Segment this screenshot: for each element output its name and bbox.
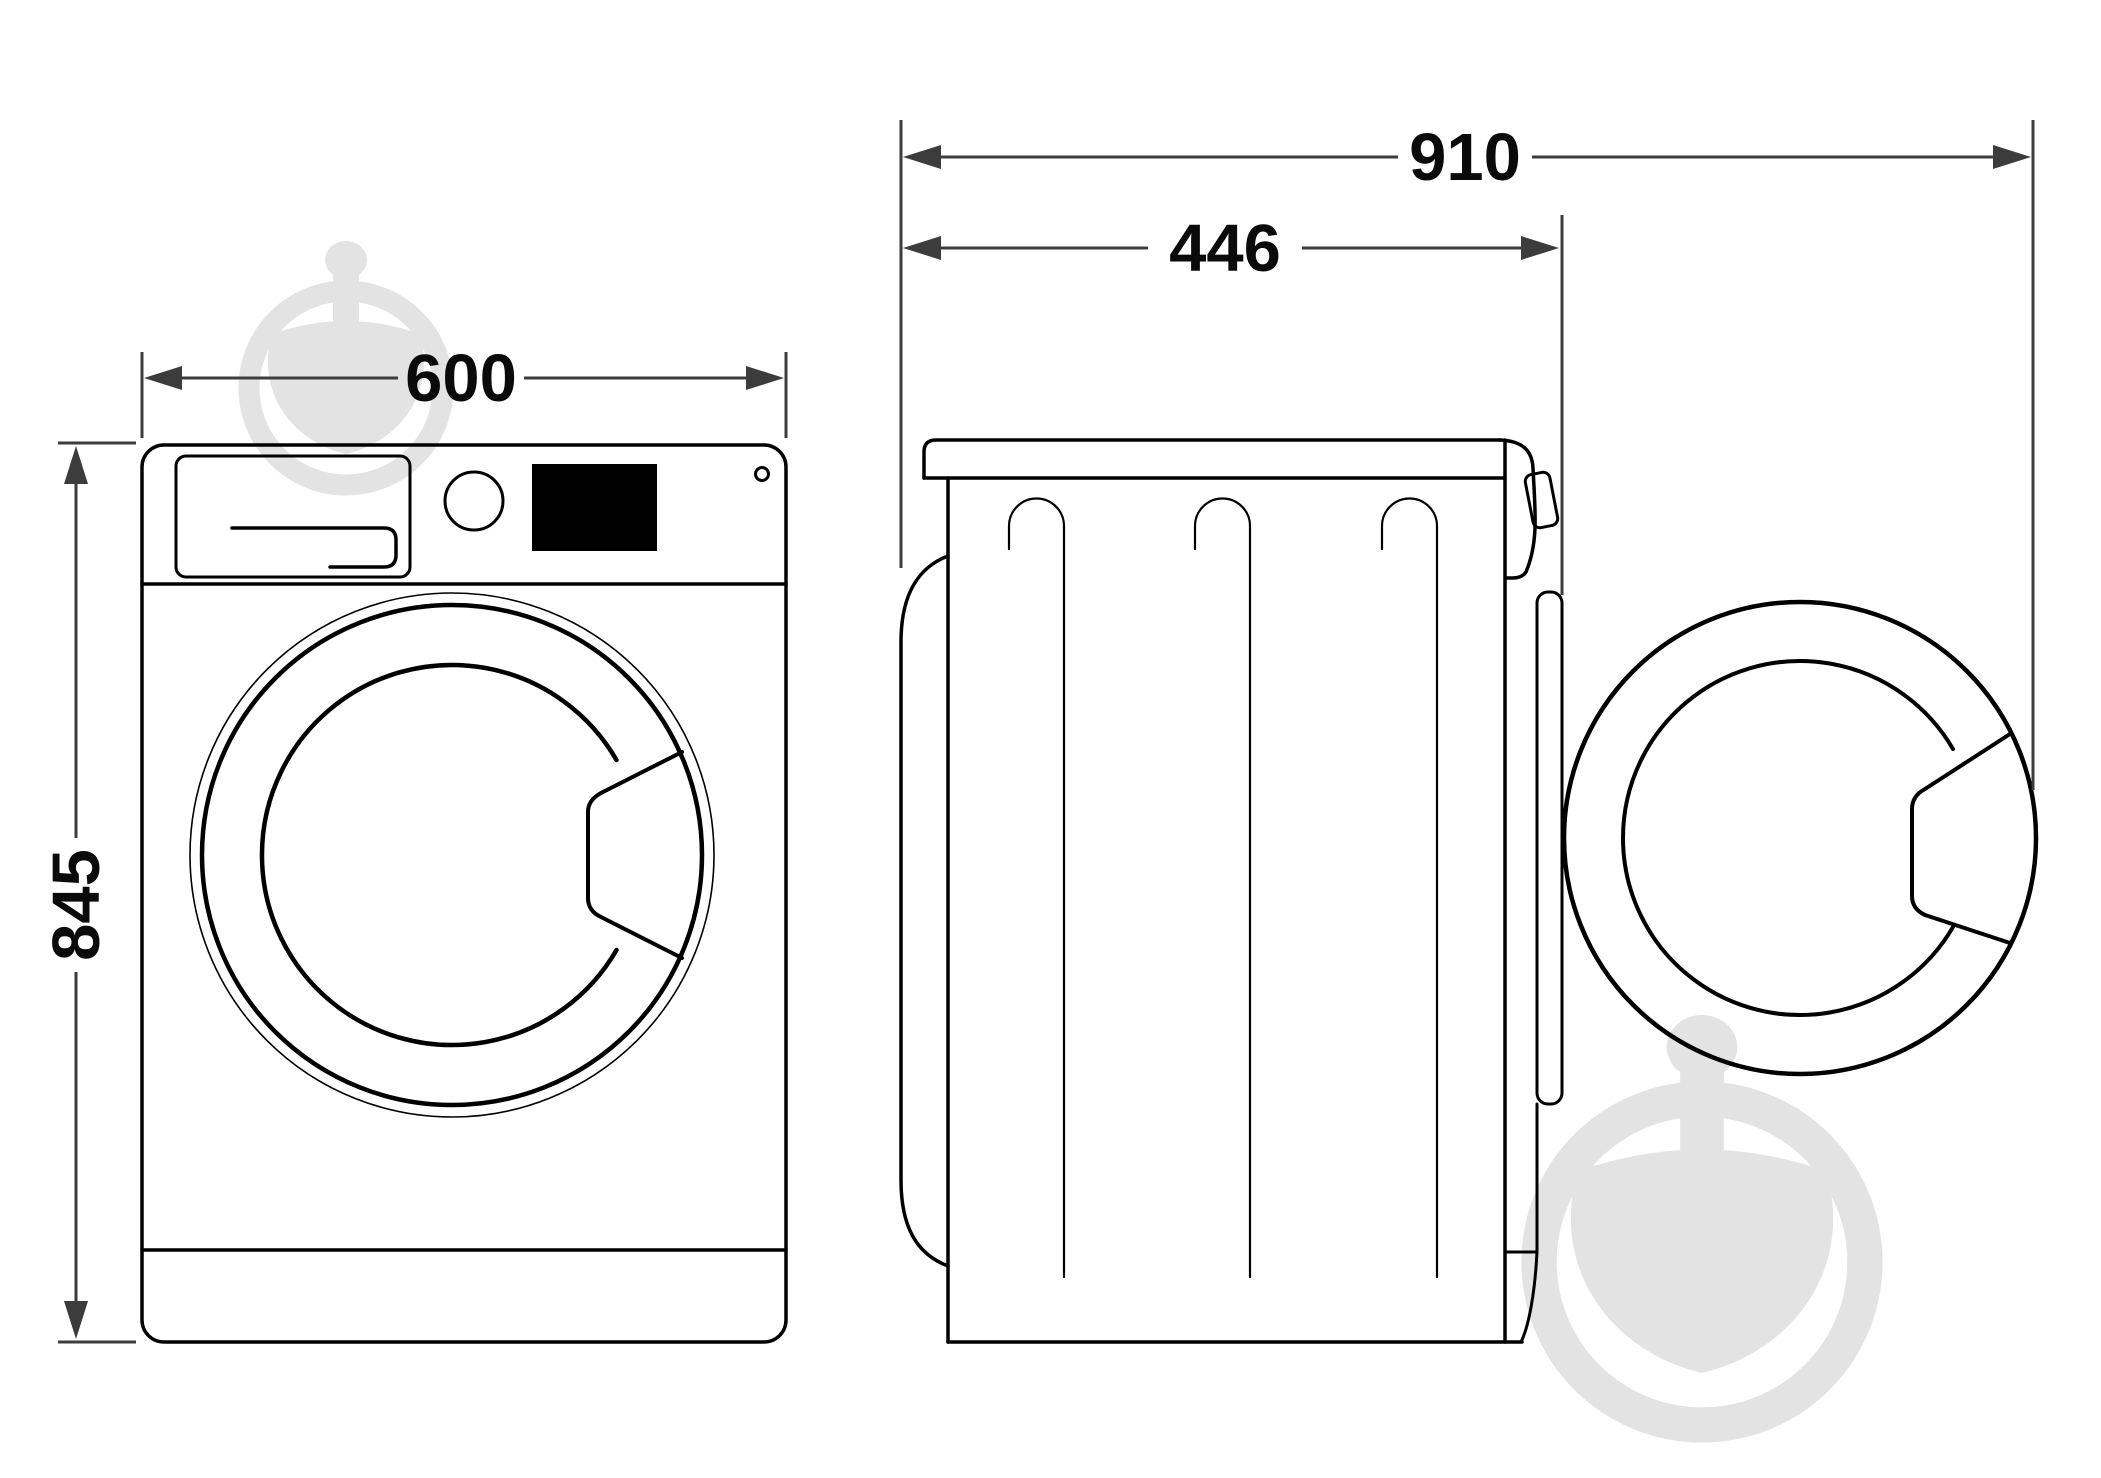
arrowhead-up: [64, 446, 88, 484]
dimension-depth-door-open: [899, 120, 2035, 790]
front-view: [140, 443, 788, 1344]
worktop-front-overhang: [1498, 438, 1537, 580]
front-cabinet-outline: [140, 443, 788, 1344]
detergent-drawer-handle: [230, 526, 398, 569]
door-rim: [199, 602, 705, 1108]
side-kick-slope: [1519, 1250, 1539, 1344]
door-outer-ring: [189, 592, 715, 1118]
door-drum-circle: [259, 662, 619, 1048]
door-handle-recess: [586, 750, 684, 960]
side-door-handle: [1523, 470, 1560, 530]
arrowhead-right: [746, 366, 784, 390]
dimension-label-height: 845: [39, 849, 114, 961]
dimension-label-depth-cabinet: 446: [1169, 211, 1281, 286]
groove-line: [1380, 497, 1439, 1279]
display-screen: [532, 464, 657, 551]
groove-line: [1007, 497, 1066, 1279]
open-door-handle-recess: [1910, 732, 2012, 945]
rear-panel-bulge: [899, 554, 950, 1268]
arrowhead-left: [144, 366, 182, 390]
dimension-depth-cabinet: [903, 215, 1564, 595]
program-knob: [443, 470, 505, 532]
open-door-outline: [1561, 599, 2039, 1077]
dimension-annotations: [58, 120, 2035, 1344]
dimension-label-width: 600: [405, 341, 517, 416]
worktop-top-edge: [922, 438, 1502, 480]
detergent-drawer: [174, 454, 412, 579]
dimension-height: [58, 441, 136, 1344]
groove-line: [1193, 497, 1252, 1279]
side-panel-grooves: [1007, 497, 1439, 1279]
dimension-label-depth-door-open: 910: [1409, 120, 1521, 195]
arrowhead-down: [64, 1301, 88, 1339]
dimension-width: [140, 352, 788, 438]
open-door-window: [1621, 659, 1955, 1017]
arrowhead-right: [1993, 145, 2031, 169]
arrowhead-right: [1521, 236, 1559, 260]
side-view: [899, 438, 2039, 1344]
arrowhead-left: [903, 145, 941, 169]
power-indicator: [754, 466, 770, 482]
arrowhead-left: [903, 236, 941, 260]
